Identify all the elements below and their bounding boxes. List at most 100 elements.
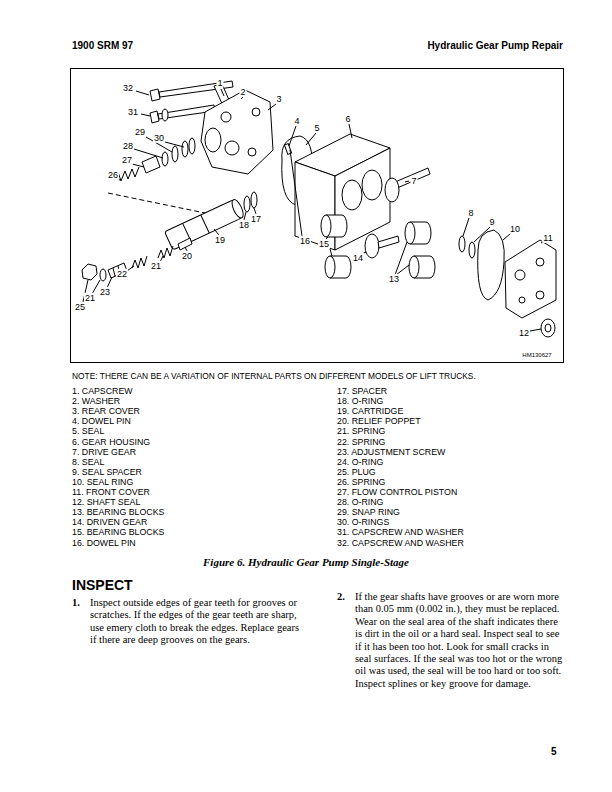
flow-control-parts bbox=[114, 138, 195, 181]
bearing-blocks bbox=[321, 215, 435, 278]
capscrew bbox=[150, 89, 160, 101]
front-cover bbox=[515, 270, 525, 280]
relief-parts bbox=[178, 238, 192, 250]
flow-control-parts bbox=[142, 156, 160, 173]
gear-housing bbox=[295, 134, 390, 250]
leader-lines bbox=[330, 249, 332, 256]
callout-number: 10 bbox=[509, 224, 521, 234]
relief-parts bbox=[132, 256, 147, 268]
step-text: If the gear shafts have grooves or are w… bbox=[355, 591, 563, 690]
parts-list-item: 14. DRIVEN GEAR bbox=[72, 517, 147, 527]
leader-lines bbox=[141, 114, 150, 116]
drawing-number: HM130627 bbox=[522, 352, 551, 359]
callout-number: 5 bbox=[313, 123, 320, 133]
callout-number: 8 bbox=[467, 208, 474, 218]
callout-number: 23 bbox=[99, 287, 111, 297]
rear-cover bbox=[248, 148, 256, 156]
leader-lines bbox=[289, 126, 296, 146]
parts-list-item: 27. FLOW CONTROL PISTON bbox=[337, 487, 457, 497]
seal-parts bbox=[459, 230, 504, 300]
driven-gear bbox=[365, 234, 399, 258]
callout-number: 17 bbox=[250, 214, 262, 224]
gear-housing bbox=[362, 170, 382, 200]
callout-number: 11 bbox=[542, 233, 553, 243]
parts-list-item: 28. O-RING bbox=[337, 497, 383, 507]
dashed-line bbox=[108, 193, 205, 213]
gear-housing bbox=[342, 180, 362, 210]
leader-lines bbox=[290, 150, 302, 236]
callout-number: 19 bbox=[214, 235, 226, 245]
leader-lines bbox=[268, 104, 276, 110]
parts-list-item: 4. DOWEL PIN bbox=[72, 416, 131, 426]
bearing-blocks bbox=[325, 256, 335, 278]
leader-lines bbox=[134, 149, 163, 158]
callout-number: 21 bbox=[150, 261, 162, 271]
figure-frame bbox=[71, 69, 564, 363]
drive-gear bbox=[385, 168, 430, 202]
callout-number: 25 bbox=[74, 302, 86, 312]
relief-parts bbox=[100, 269, 106, 281]
bearing-blocks bbox=[405, 222, 415, 244]
page-header: 1900 SRM 97 bbox=[72, 40, 133, 52]
parts-list-item: 2. WASHER bbox=[72, 396, 120, 406]
rear-cover bbox=[221, 112, 231, 122]
leader-lines bbox=[395, 242, 407, 275]
callout-number: 31 bbox=[127, 107, 139, 117]
leader-lines bbox=[405, 181, 409, 182]
parts-list-item: 3. REAR COVER bbox=[72, 406, 140, 416]
callout-number: 27 bbox=[121, 155, 133, 165]
relief-parts bbox=[82, 192, 257, 281]
relief-parts bbox=[113, 268, 115, 276]
drive-gear bbox=[385, 178, 399, 202]
parts-list-item: 5. SEAL bbox=[72, 426, 104, 436]
callout-number: 20 bbox=[181, 251, 193, 261]
callout-number: 12 bbox=[518, 328, 530, 338]
leader-lines bbox=[165, 142, 184, 147]
cartridge bbox=[165, 200, 242, 250]
flow-control-parts bbox=[172, 146, 178, 162]
bearing-blocks bbox=[321, 215, 331, 237]
callout-number: 29 bbox=[134, 127, 146, 137]
relief-parts bbox=[251, 192, 257, 208]
parts-list-item: 12. SHAFT SEAL bbox=[72, 497, 140, 507]
capscrew bbox=[150, 111, 159, 123]
parts-list-item: 15. BEARING BLOCKS bbox=[72, 527, 164, 537]
parts-list-item: 17. SPACER bbox=[337, 386, 387, 396]
flow-control-parts bbox=[182, 141, 188, 157]
parts-list-item: 11. FRONT COVER bbox=[72, 487, 150, 497]
flow-control-parts bbox=[162, 152, 168, 166]
washer bbox=[162, 109, 168, 121]
leader-lines bbox=[306, 133, 316, 145]
seal-parts bbox=[478, 230, 505, 300]
callout-number: 22 bbox=[116, 269, 128, 279]
page-header: Hydraulic Gear Pump Repair bbox=[427, 40, 563, 52]
parts-list-item: 31. CAPSCREW AND WASHER bbox=[337, 527, 464, 537]
parts-list-item: 30. O-RINGS bbox=[337, 517, 389, 527]
rear-cover bbox=[252, 108, 260, 116]
callout-number: 30 bbox=[153, 133, 165, 143]
note-text: NOTE: THERE CAN BE A VARIATION OF INTERN… bbox=[72, 372, 476, 382]
front-cover bbox=[536, 258, 544, 266]
callout-number: 16 bbox=[299, 236, 311, 246]
front-cover bbox=[505, 240, 556, 318]
shaft-seal bbox=[541, 319, 555, 337]
leader-lines bbox=[463, 218, 469, 236]
front-cover bbox=[536, 291, 544, 299]
callout-number: 1 bbox=[216, 78, 223, 88]
leader-lines bbox=[241, 97, 243, 99]
parts-list-item: 20. RELIEF POPPET bbox=[337, 416, 421, 426]
callout-number: 9 bbox=[488, 217, 495, 227]
seal-parts bbox=[469, 242, 475, 258]
callout-number: 18 bbox=[238, 220, 250, 230]
section-heading: INSPECT bbox=[72, 577, 133, 593]
callout-number: 3 bbox=[275, 94, 282, 104]
parts-list-item: 8. SEAL bbox=[72, 457, 104, 467]
parts-list-item: 23. ADJUSTMENT SCREW bbox=[337, 447, 445, 457]
parts-list-item: 7. DRIVE GEAR bbox=[72, 447, 136, 457]
front-cover bbox=[519, 297, 525, 303]
parts-list-item: 19. CARTRIDGE bbox=[337, 406, 403, 416]
leader-lines bbox=[132, 164, 144, 167]
callout-number: 14 bbox=[352, 253, 364, 263]
leader-lines bbox=[221, 89, 224, 96]
